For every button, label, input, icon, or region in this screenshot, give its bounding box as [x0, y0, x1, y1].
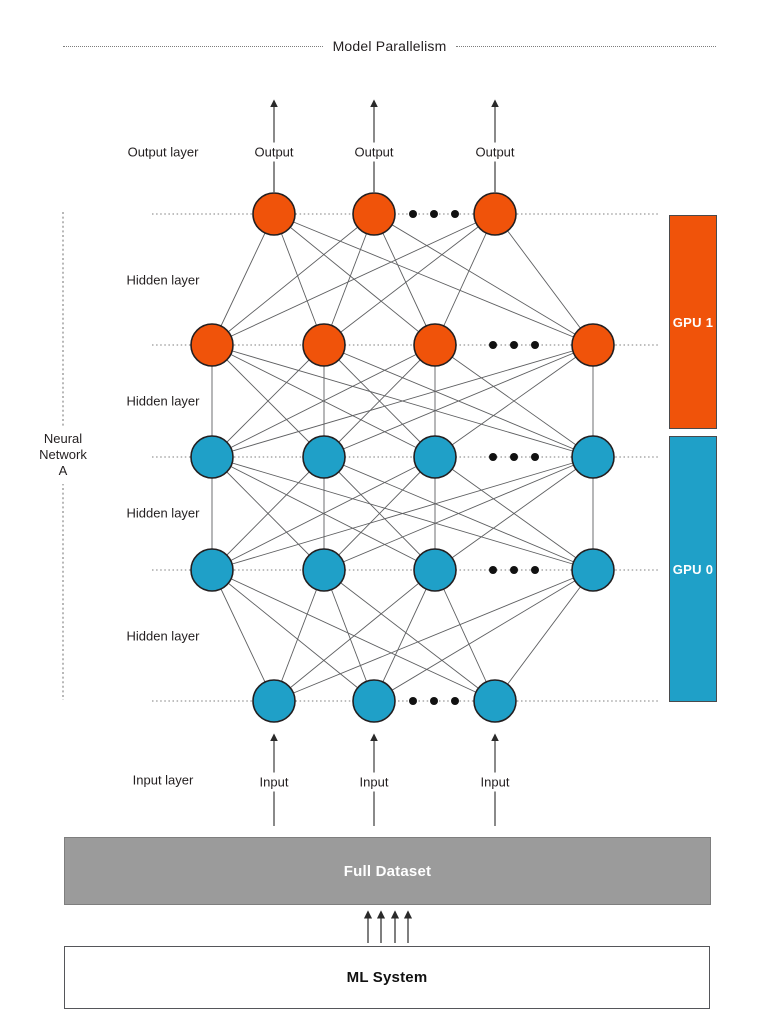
network-edge — [211, 569, 496, 702]
network-node — [352, 192, 396, 236]
network-edge — [323, 344, 594, 458]
layer-label-hidden-4: Hidden layer — [126, 628, 200, 644]
full-dataset-label: Full Dataset — [343, 862, 432, 880]
page-title: Model Parallelism — [332, 38, 447, 54]
ellipsis-dot — [430, 697, 438, 705]
network-edge — [373, 213, 594, 346]
gpu-0-bar: GPU 0 — [669, 436, 717, 702]
layer-label-hidden-2: Hidden layer — [126, 393, 200, 409]
network-edge — [434, 344, 594, 458]
ellipsis-dot — [531, 453, 539, 461]
network-edge — [323, 456, 436, 571]
ellipsis-dot — [451, 210, 459, 218]
network-node — [190, 435, 234, 479]
ellipsis-dot — [531, 341, 539, 349]
gpu-0-label: GPU 0 — [672, 561, 714, 577]
ellipsis-dot — [531, 566, 539, 574]
title-dotted-line-right — [456, 45, 717, 47]
network-node — [302, 323, 346, 367]
diagram-title-row: Model Parallelism — [63, 38, 717, 54]
title-dotted-line-left — [63, 45, 323, 47]
network-node — [473, 192, 517, 236]
network-node — [571, 548, 615, 592]
network-node — [190, 548, 234, 592]
network-node — [302, 435, 346, 479]
side-label-line-1: Neural — [43, 431, 83, 446]
network-node — [413, 435, 457, 479]
network-edge — [211, 213, 275, 346]
input-label-2: Input — [354, 772, 394, 792]
network-edge — [373, 569, 594, 702]
network-node — [190, 323, 234, 367]
network-node — [252, 679, 296, 723]
network-edge — [323, 569, 375, 702]
network-edge — [273, 569, 325, 702]
network-edge — [373, 569, 436, 702]
ellipsis-dot — [489, 453, 497, 461]
full-dataset-bar: Full Dataset — [64, 837, 711, 905]
ml-system-box: ML System — [64, 946, 710, 1009]
ellipsis-dot — [451, 697, 459, 705]
ellipsis-dot — [510, 341, 518, 349]
network-edge — [494, 213, 594, 346]
network-node — [352, 679, 396, 723]
layer-label-output: Output layer — [127, 144, 199, 160]
network-edge — [211, 213, 496, 346]
output-label-1: Output — [249, 142, 299, 162]
network-node — [571, 323, 615, 367]
network-edge — [434, 456, 594, 571]
ellipsis-dot — [409, 697, 417, 705]
neural-network-a-label: Neural Network A — [36, 426, 90, 484]
ellipsis-dot — [489, 566, 497, 574]
side-label-line-3: A — [58, 463, 68, 478]
ellipsis-dot — [489, 341, 497, 349]
network-edge — [211, 569, 275, 702]
ellipsis-dot — [409, 210, 417, 218]
ellipsis-dot — [430, 210, 438, 218]
layer-label-input: Input layer — [132, 772, 194, 788]
network-node — [473, 679, 517, 723]
network-edge — [211, 456, 325, 571]
network-edge — [273, 569, 594, 702]
layer-label-hidden-3: Hidden layer — [126, 505, 200, 521]
network-edge — [323, 344, 436, 458]
ml-system-label: ML System — [346, 969, 428, 986]
network-edge — [323, 569, 496, 702]
network-edge — [494, 569, 594, 702]
network-edge — [211, 344, 594, 458]
network-edge — [211, 344, 436, 458]
input-label-1: Input — [254, 772, 294, 792]
network-edge — [323, 456, 594, 571]
gpu-1-label: GPU 1 — [672, 314, 714, 330]
network-node — [413, 323, 457, 367]
network-edge — [434, 213, 496, 346]
network-edge — [273, 213, 325, 346]
network-edge — [373, 213, 436, 346]
network-node — [302, 548, 346, 592]
network-edge — [273, 213, 594, 346]
network-node — [252, 192, 296, 236]
ellipsis-dot — [510, 453, 518, 461]
network-edge — [323, 213, 375, 346]
input-label-3: Input — [475, 772, 515, 792]
output-label-2: Output — [349, 142, 399, 162]
network-edge — [273, 569, 436, 702]
gpu-1-bar: GPU 1 — [669, 215, 717, 429]
network-edge — [211, 456, 436, 571]
network-edge — [211, 456, 594, 571]
network-edge — [211, 213, 375, 346]
side-label-line-2: Network — [39, 447, 87, 462]
network-edge — [323, 213, 496, 346]
ellipsis-dot — [510, 566, 518, 574]
network-edge — [211, 344, 325, 458]
network-node — [571, 435, 615, 479]
network-edge — [434, 569, 496, 702]
output-label-3: Output — [470, 142, 520, 162]
network-node — [413, 548, 457, 592]
layer-label-hidden-1: Hidden layer — [126, 272, 200, 288]
network-edge — [211, 569, 375, 702]
